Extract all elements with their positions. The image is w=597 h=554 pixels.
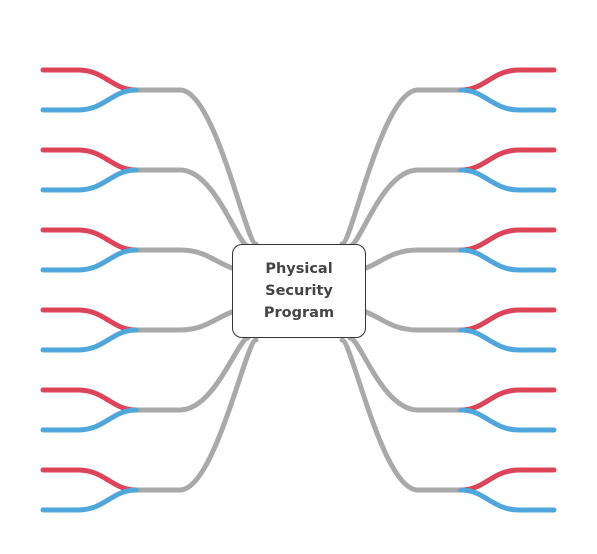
left-leaf-blue-4: [40, 327, 139, 353]
right-leaf-red-3: [458, 227, 557, 253]
right-connector-6: [339, 337, 464, 493]
right-leaf-blue-2: [458, 167, 557, 193]
left-leaf-blue-1: [40, 87, 139, 113]
left-leaf-blue-3: [40, 247, 139, 273]
left-connector-1: [133, 87, 259, 247]
left-connector-5: [133, 335, 251, 413]
left-connector-6: [133, 337, 259, 493]
right-connector-5: [347, 335, 464, 413]
left-leaf-red-2: [40, 147, 139, 173]
left-connector-2: [133, 167, 251, 249]
left-connector-3: [133, 247, 235, 271]
right-leaf-blue-5: [458, 407, 557, 433]
right-leaf-blue-6: [458, 487, 557, 513]
left-leaf-blue-2: [40, 167, 139, 193]
right-connector-3: [363, 247, 464, 271]
connector-group: [133, 87, 464, 493]
left-connector-4: [133, 309, 235, 333]
left-leaf-blue-6: [40, 487, 139, 513]
right-leaf-red-5: [458, 387, 557, 413]
left-leaf-red-3: [40, 227, 139, 253]
right-leaf-blue-1: [458, 87, 557, 113]
leaf-group: [40, 67, 557, 513]
left-leaf-red-6: [40, 467, 139, 493]
right-leaf-red-4: [458, 307, 557, 333]
right-connector-1: [339, 87, 464, 247]
right-leaf-blue-3: [458, 247, 557, 273]
right-leaf-red-2: [458, 147, 557, 173]
center-node-label: Physical Security Program: [263, 261, 335, 321]
right-connector-2: [347, 167, 464, 249]
left-leaf-red-4: [40, 307, 139, 333]
center-node[interactable]: Physical Security Program: [232, 244, 366, 338]
right-connector-4: [363, 309, 464, 333]
right-leaf-red-1: [458, 67, 557, 93]
right-leaf-red-6: [458, 467, 557, 493]
left-leaf-blue-5: [40, 407, 139, 433]
left-leaf-red-1: [40, 67, 139, 93]
left-leaf-red-5: [40, 387, 139, 413]
right-leaf-blue-4: [458, 327, 557, 353]
